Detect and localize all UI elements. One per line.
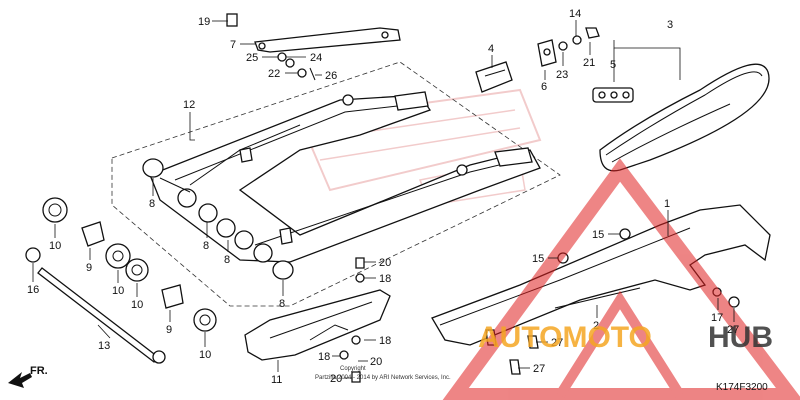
callout-27-b: 27 xyxy=(551,337,563,349)
callout-27-a: 27 xyxy=(727,324,739,336)
chain-adjuster xyxy=(475,61,513,93)
callout-13: 13 xyxy=(98,340,110,352)
callout-20-b: 20 xyxy=(370,356,382,368)
callout-10-c: 10 xyxy=(131,299,143,311)
callout-2: 2 xyxy=(593,320,599,332)
callout-6: 6 xyxy=(541,81,547,93)
watermark-text-orange: AUTOMOTO xyxy=(478,321,652,354)
adjuster-plate xyxy=(537,27,600,67)
small-hardware-upper xyxy=(277,52,316,81)
callout-3: 3 xyxy=(667,19,673,31)
callout-18-a: 18 xyxy=(379,273,391,285)
callout-15-a: 15 xyxy=(532,253,544,265)
callout-9-b: 9 xyxy=(166,324,172,336)
chain-joint xyxy=(592,87,634,103)
callout-19: 19 xyxy=(198,16,210,28)
chain-slider-upper xyxy=(226,13,401,53)
small-hardware-lower xyxy=(339,257,365,383)
callout-21: 21 xyxy=(583,57,595,69)
callout-8-b: 8 xyxy=(203,240,209,252)
front-direction-label: FR. xyxy=(30,365,48,377)
bearing-set xyxy=(142,158,294,280)
callout-23: 23 xyxy=(556,69,568,81)
callout-15-b: 15 xyxy=(592,229,604,241)
callout-18-c: 18 xyxy=(318,351,330,363)
watermark-text-dark: HUB xyxy=(708,321,773,354)
callout-11: 11 xyxy=(271,374,282,386)
callout-14: 14 xyxy=(569,8,581,20)
callout-labels: 19 7 25 24 22 26 12 4 6 14 23 21 3 5 8 8… xyxy=(27,8,739,386)
callout-20-a: 20 xyxy=(379,257,391,269)
callout-4: 4 xyxy=(488,43,494,55)
callout-8-c: 8 xyxy=(224,254,230,266)
swingarm xyxy=(149,91,541,263)
leader-lines xyxy=(32,20,735,379)
callout-5: 5 xyxy=(610,59,616,71)
callout-10-b: 10 xyxy=(112,285,124,297)
callout-10-a: 10 xyxy=(49,240,61,252)
callout-12: 12 xyxy=(183,99,195,111)
dust-seals-left xyxy=(42,197,217,332)
watermark-logo xyxy=(442,158,800,400)
callout-25: 25 xyxy=(246,52,258,64)
drive-chain xyxy=(599,63,770,172)
callout-7: 7 xyxy=(230,39,236,51)
copyright-line-2: Partzilla 2004 - 2014 by ARI Network Ser… xyxy=(315,375,451,381)
callout-8-a: 8 xyxy=(149,198,155,210)
copyright-line-1: Copyright xyxy=(340,366,366,372)
callout-26: 26 xyxy=(325,70,337,82)
front-direction-arrow xyxy=(8,372,32,388)
callout-8-d: 8 xyxy=(279,298,285,310)
watermark-text: AUTOMOTO HUB xyxy=(478,321,773,354)
callout-24: 24 xyxy=(310,52,322,64)
callout-10-d: 10 xyxy=(199,349,211,361)
callout-9-a: 9 xyxy=(86,262,92,274)
callout-1: 1 xyxy=(664,198,670,210)
diagram-code: K174F3200 xyxy=(716,382,768,393)
callout-22: 22 xyxy=(268,68,280,80)
callout-20-c: 20 xyxy=(330,373,342,385)
callout-18-b: 18 xyxy=(379,335,391,347)
callout-16: 16 xyxy=(27,284,39,296)
pivot-bolt xyxy=(25,247,166,364)
callout-27-c: 27 xyxy=(533,363,545,375)
callout-17: 17 xyxy=(711,312,723,324)
chain-slider-lower xyxy=(244,289,391,361)
